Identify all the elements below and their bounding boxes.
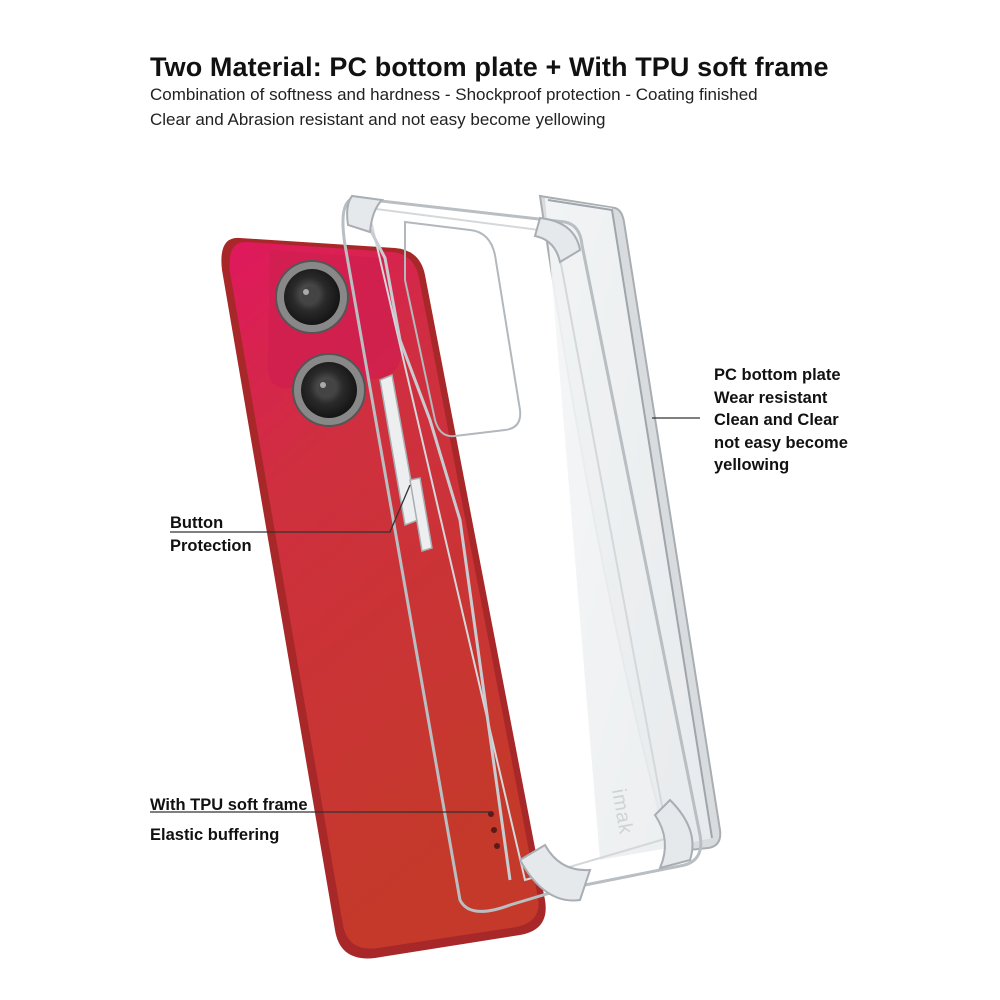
camera-lens-bottom xyxy=(292,353,366,427)
subtitle-line-1: Combination of softness and hardness - S… xyxy=(150,85,758,104)
callout-pc-plate: PC bottom plate Wear resistant Clean and… xyxy=(714,364,848,477)
callout-pc-plate-line: PC bottom plate xyxy=(714,366,841,384)
pc-bottom-plate xyxy=(538,194,722,860)
callout-button-protection: Button Protection xyxy=(170,512,252,557)
page-title: Two Material: PC bottom plate + With TPU… xyxy=(150,52,829,82)
callout-button-line: Protection xyxy=(170,536,252,555)
callout-pc-plate-line: not easy become xyxy=(714,433,848,452)
subtitle-line-2: Clear and Abrasion resistant and not eas… xyxy=(150,110,606,129)
callout-pc-plate-line: Wear resistant xyxy=(714,388,828,407)
callout-button-line: Button xyxy=(170,514,224,532)
camera-lens-top xyxy=(275,260,349,334)
callout-tpu-line: With TPU soft frame xyxy=(150,796,308,814)
callout-tpu-frame: With TPU soft frame Elastic buffering xyxy=(150,790,308,850)
phone-body xyxy=(221,237,546,959)
callout-pc-plate-line: yellowing xyxy=(714,456,790,474)
callout-pc-plate-line: Clean and Clear xyxy=(714,411,839,429)
callout-leaders xyxy=(150,417,700,813)
callout-tpu-line: Elastic buffering xyxy=(150,826,280,844)
